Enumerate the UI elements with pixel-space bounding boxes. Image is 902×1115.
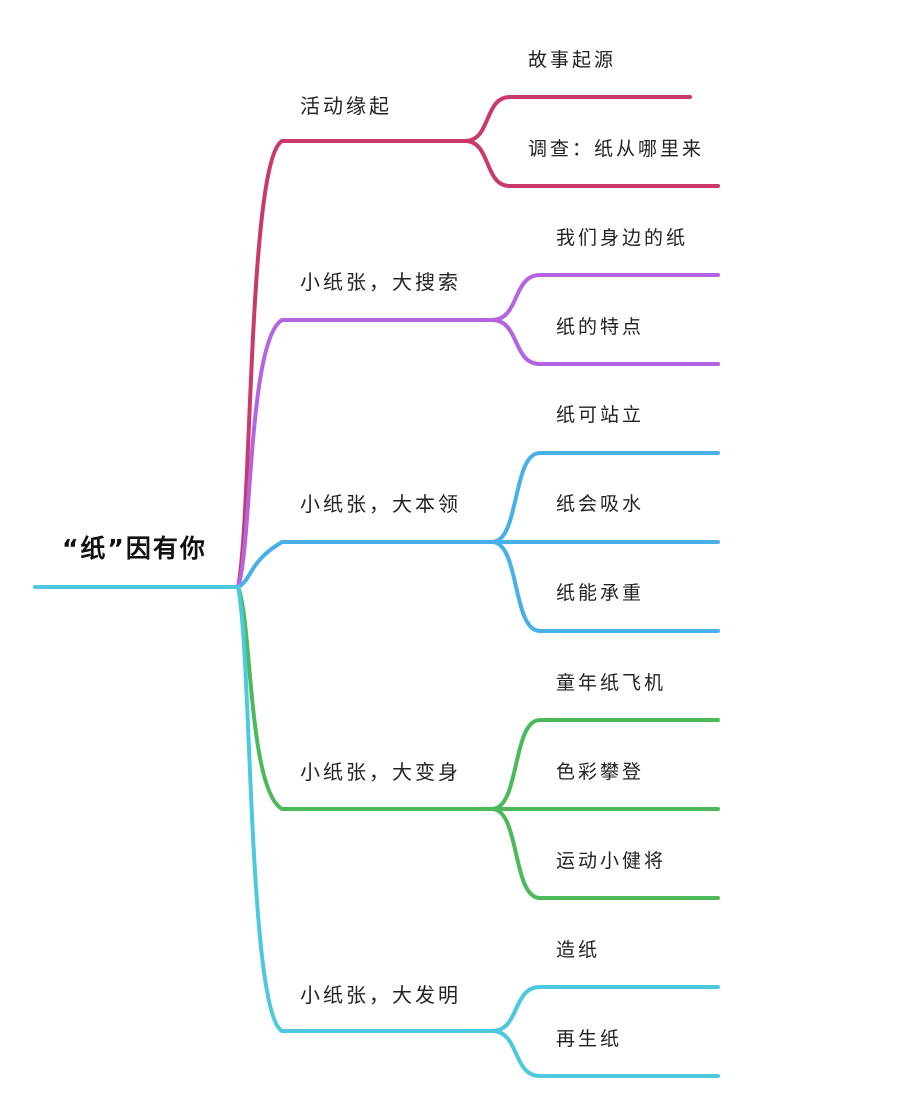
- subtopic-connector-5-2: [490, 1029, 720, 1078]
- branch-topic-5: 小纸张，大发明: [300, 983, 461, 1007]
- subtopic-3-3: 纸能承重: [556, 582, 645, 604]
- branch-connector-3: [236, 540, 494, 589]
- root-topic: “纸”因有你: [62, 534, 207, 563]
- subtopic-4-3: 运动小健将: [556, 850, 667, 872]
- subtopic-connector-3-3: [490, 540, 720, 633]
- subtopic-2-1: 我们身边的纸: [556, 227, 689, 249]
- edges-layer: [236, 95, 720, 1078]
- subtopic-4-1: 童年纸飞机: [556, 672, 667, 694]
- subtopic-connector-2-1: [490, 273, 720, 322]
- branch-topic-1: 活动缘起: [300, 94, 392, 118]
- subtopic-1-1: 故事起源: [528, 49, 617, 71]
- subtopic-1-2: 调查：纸从哪里来: [528, 138, 705, 160]
- branch-connector-1: [236, 139, 467, 589]
- branch-connector-5: [236, 585, 494, 1033]
- subtopic-5-2: 再生纸: [556, 1028, 623, 1050]
- subtopic-connector-4-1: [490, 718, 720, 811]
- subtopic-3-1: 纸可站立: [556, 404, 645, 426]
- subtopic-4-2: 色彩攀登: [556, 761, 645, 783]
- branch-topic-3: 小纸张，大本领: [300, 492, 461, 516]
- subtopic-connector-4-3: [490, 807, 720, 900]
- subtopic-5-1: 造纸: [556, 939, 601, 961]
- subtopic-connector-5-1: [490, 985, 720, 1033]
- subtopic-2-2: 纸的特点: [556, 316, 645, 338]
- subtopic-connector-1-1: [463, 95, 692, 143]
- subtopic-connector-2-2: [490, 318, 720, 366]
- branch-topic-2: 小纸张，大搜索: [300, 270, 461, 294]
- branch-connector-2: [236, 318, 494, 589]
- subtopic-3-2: 纸会吸水: [556, 493, 645, 515]
- subtopic-connector-3-1: [490, 451, 720, 544]
- subtopic-connector-1-2: [463, 139, 720, 188]
- branch-topic-4: 小纸张，大变身: [300, 760, 461, 784]
